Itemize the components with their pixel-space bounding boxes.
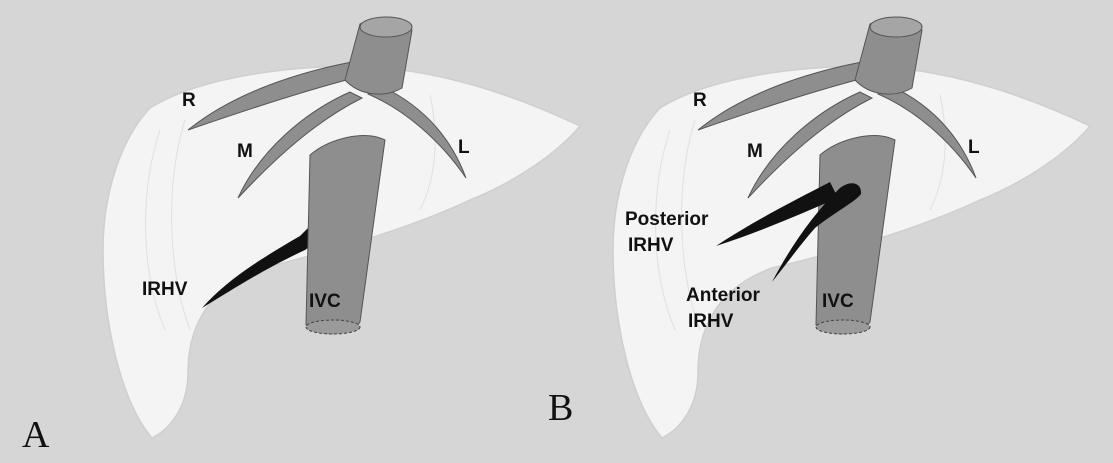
label-r-b: R xyxy=(693,90,707,111)
panel-a: R M L IRHV IVC A xyxy=(22,17,580,456)
label-l-a: L xyxy=(458,137,470,158)
label-l-b: L xyxy=(968,137,980,158)
label-posterior-irhv-line2: IRHV xyxy=(628,235,674,256)
label-r-a: R xyxy=(182,90,196,111)
ivc-top-opening xyxy=(870,17,922,37)
ivc-top-opening xyxy=(360,17,412,37)
ivc-opening xyxy=(306,320,360,334)
label-m-b: M xyxy=(747,141,763,162)
label-ivc-a: IVC xyxy=(309,291,341,312)
label-anterior-irhv-line2: IRHV xyxy=(688,311,734,332)
label-posterior-irhv-line1: Posterior xyxy=(625,209,709,230)
label-ivc-b: IVC xyxy=(822,291,854,312)
panel-b: R M L Posterior IRHV Anterior IRHV IVC B xyxy=(548,17,1090,438)
panel-letter-b: B xyxy=(548,387,573,429)
ivc-opening xyxy=(816,320,870,334)
label-anterior-irhv-line1: Anterior xyxy=(686,285,761,306)
label-irhv-a: IRHV xyxy=(142,279,188,300)
label-m-a: M xyxy=(237,141,253,162)
panel-letter-a: A xyxy=(22,414,50,456)
